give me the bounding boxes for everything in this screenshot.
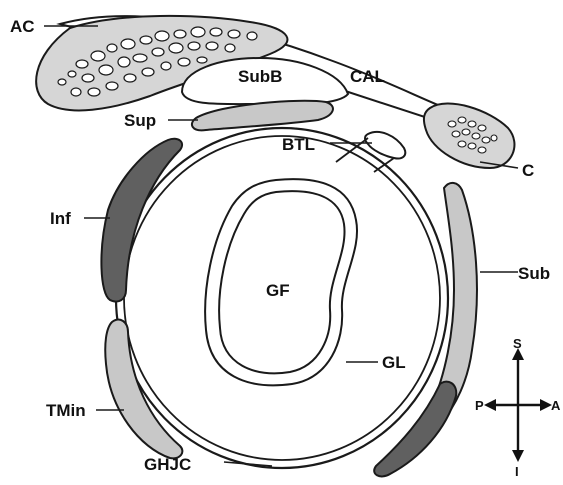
supraspinatus-muscle bbox=[192, 101, 333, 131]
label-gf: GF bbox=[266, 281, 290, 300]
label-tmin: TMin bbox=[46, 401, 86, 420]
label-gl: GL bbox=[382, 353, 406, 372]
label-inf: Inf bbox=[50, 209, 71, 228]
label-c: C bbox=[522, 161, 534, 180]
compass-arrow-down bbox=[512, 450, 524, 462]
label-btl: BTL bbox=[282, 135, 315, 154]
orientation-compass bbox=[484, 348, 552, 462]
compass-label-a: A bbox=[551, 398, 561, 413]
label-ghjc: GHJC bbox=[144, 455, 191, 474]
compass-arrow-left bbox=[484, 399, 496, 411]
compass-label-s: S bbox=[513, 336, 522, 351]
label-subb: SubB bbox=[238, 67, 282, 86]
coracoid bbox=[424, 104, 515, 168]
compass-label-i: I bbox=[515, 464, 519, 479]
label-sup: Sup bbox=[124, 111, 156, 130]
label-cal: CAL bbox=[350, 67, 385, 86]
compass-label-p: P bbox=[475, 398, 484, 413]
label-sub: Sub bbox=[518, 264, 550, 283]
label-ac: AC bbox=[10, 17, 35, 36]
